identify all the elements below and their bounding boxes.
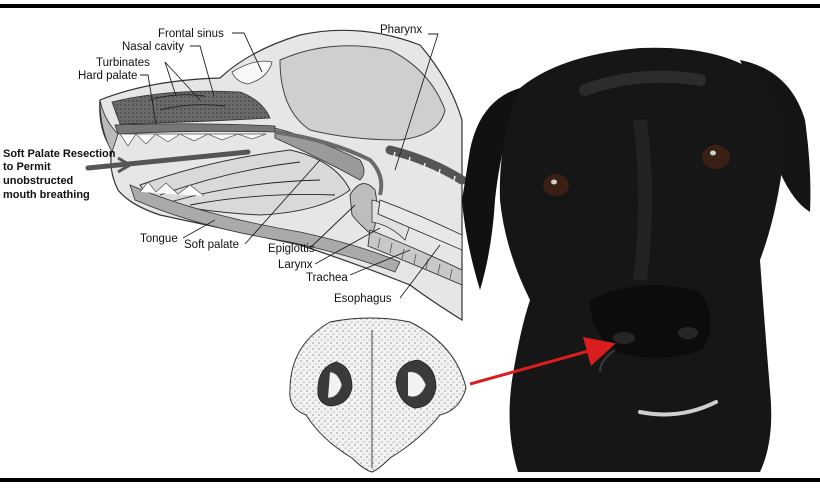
red-pointer-arrow — [469, 336, 616, 386]
head-cross-section — [99, 29, 467, 322]
label-resection-line3: unobstructed — [3, 175, 73, 187]
label-esophagus: Esophagus — [334, 293, 392, 305]
label-larynx: Larynx — [278, 259, 313, 271]
label-resection-line2: to Permit — [3, 161, 51, 173]
nose-illustration — [289, 317, 467, 473]
label-hard-palate: Hard palate — [78, 70, 137, 82]
label-trachea: Trachea — [306, 272, 348, 284]
dog-photo — [462, 47, 811, 473]
airflow-arrow — [85, 149, 251, 174]
bottom-border — [0, 478, 820, 482]
label-tongue: Tongue — [140, 233, 178, 245]
top-border — [0, 4, 820, 8]
label-soft-palate: Soft palate — [184, 239, 239, 251]
label-frontal-sinus: Frontal sinus — [158, 28, 224, 40]
leader-lines — [140, 32, 441, 299]
label-pharynx: Pharynx — [380, 24, 422, 36]
label-turbinates: Turbinates — [96, 57, 150, 69]
label-nasal-cavity: Nasal cavity — [122, 41, 184, 53]
label-resection-line1: Soft Palate Resection — [3, 148, 116, 160]
label-epiglottis: Epiglottis — [268, 243, 315, 255]
label-resection-line4: mouth breathing — [3, 189, 90, 201]
